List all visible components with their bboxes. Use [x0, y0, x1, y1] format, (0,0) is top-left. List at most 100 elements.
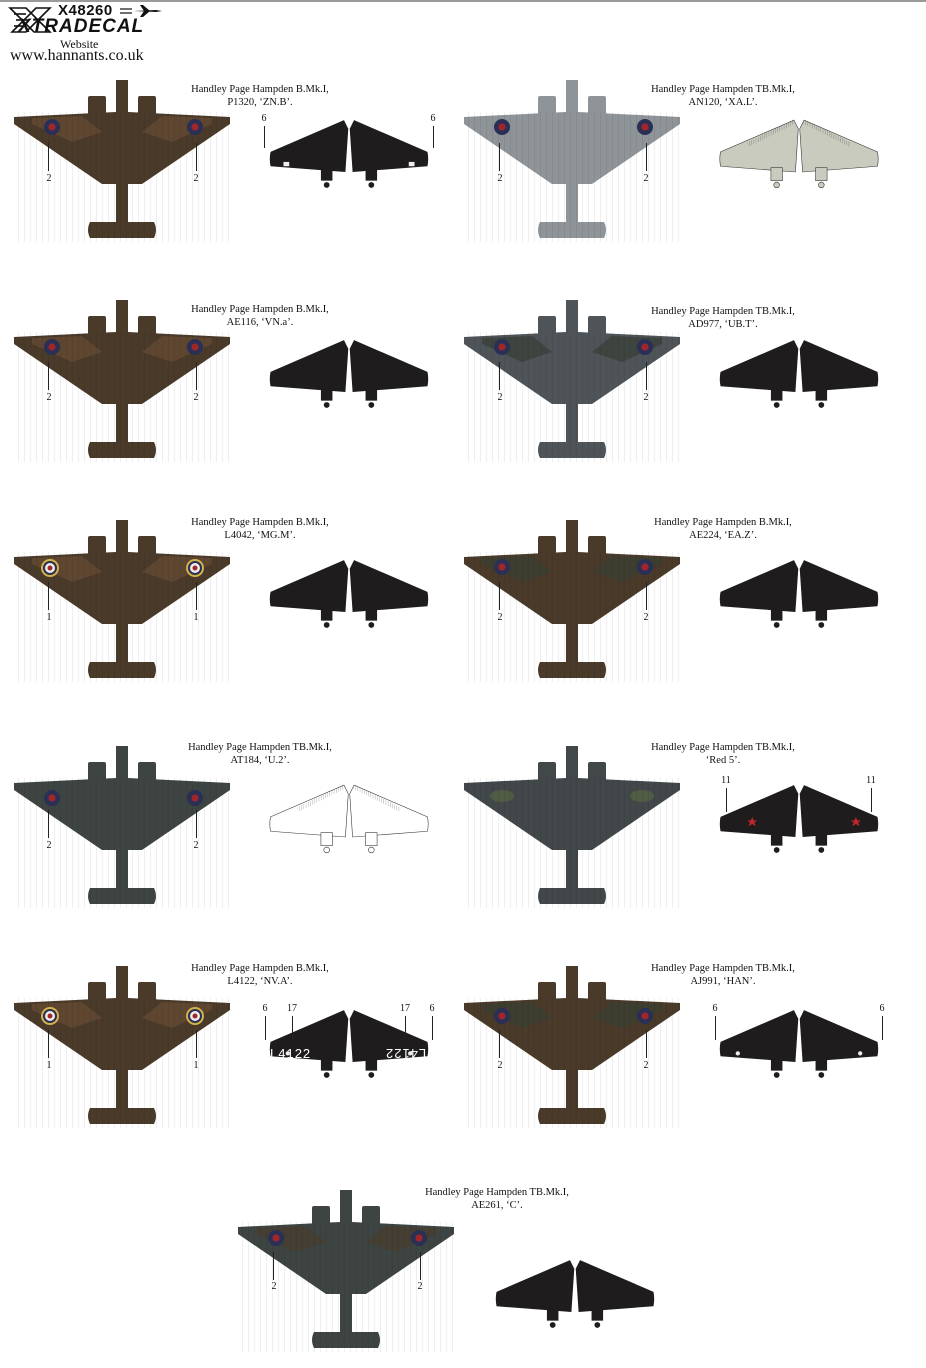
top-border: [0, 0, 926, 2]
lower-plan-view-ae261: [495, 1260, 655, 1328]
upper-plan-view-red5: [464, 746, 680, 908]
underwing-serial-left: L4122: [270, 1046, 312, 1061]
callout-leader: [499, 582, 500, 610]
callout-leader: [726, 788, 727, 812]
decal-callout: 2: [643, 173, 649, 184]
caption-line-1: Handley Page Hampden TB.Mk.I,: [651, 84, 795, 95]
decal-callout: 1: [193, 612, 199, 623]
callout-leader: [48, 362, 49, 390]
profile-caption: Handley Page Hampden B.Mk.I, L4042, ‘MG.…: [160, 517, 360, 542]
decal-callout: 6: [429, 1003, 435, 1014]
caption-line-1: Handley Page Hampden B.Mk.I,: [191, 963, 329, 974]
decal-callout: 2: [497, 173, 503, 184]
callout-leader: [196, 143, 197, 171]
caption-line-2: AT184, ‘U.2’.: [230, 754, 290, 766]
callout-leader: [715, 1016, 716, 1040]
website-label: Website: [60, 37, 99, 51]
lower-plan-view-ae116: [269, 340, 429, 408]
caption-line-1: Handley Page Hampden B.Mk.I,: [654, 517, 792, 528]
decal-callout: 2: [497, 612, 503, 623]
callout-leader: [48, 582, 49, 610]
caption-line-1: Handley Page Hampden TB.Mk.I,: [651, 963, 795, 974]
caption-line-2: AE261, ‘C’.: [471, 1199, 523, 1211]
callout-leader: [196, 362, 197, 390]
callout-leader: [646, 362, 647, 390]
jet-silhouette-icon: [120, 5, 162, 17]
upper-plan-view-an120: [464, 80, 680, 242]
upper-plan-view-ad977: [464, 300, 680, 462]
callout-leader: [882, 1016, 883, 1040]
upper-plan-view-at184: [14, 746, 230, 908]
decal-callout: 6: [712, 1003, 718, 1014]
profile-caption: Handley Page Hampden B.Mk.I, AE116, ‘VN.…: [160, 304, 360, 329]
product-code: X48260: [58, 2, 113, 19]
profile-caption: Handley Page Hampden B.Mk.I, AE224, ‘EA.…: [623, 517, 823, 542]
lower-plan-view-ad977: [719, 340, 879, 408]
callout-leader: [48, 1030, 49, 1058]
lower-plan-view-l4122: [269, 1010, 429, 1078]
caption-line-1: Handley Page Hampden TB.Mk.I,: [188, 742, 332, 753]
caption-line-2: P1320, ‘ZN.B’.: [227, 96, 293, 108]
caption-line-2: AE224, ‘EA.Z’.: [689, 529, 757, 541]
callout-leader: [432, 1016, 433, 1040]
lower-plan-view-at184: [269, 784, 429, 854]
decal-callout: 2: [497, 1060, 503, 1071]
lower-plan-view-p1320: [269, 120, 429, 188]
website-link[interactable]: www.hannants.co.uk: [10, 47, 144, 64]
decal-callout: 2: [643, 392, 649, 403]
lower-plan-view-ae224: [719, 560, 879, 628]
caption-line-1: Handley Page Hampden B.Mk.I,: [191, 84, 329, 95]
upper-plan-view-ae116: [14, 300, 230, 462]
callout-leader: [499, 143, 500, 171]
profile-caption: Handley Page Hampden TB.Mk.I, AT184, ‘U.…: [160, 742, 360, 767]
callout-leader: [871, 788, 872, 812]
caption-line-2: AJ991, ‘HAN’.: [690, 975, 756, 987]
caption-line-2: ‘Red 5’.: [705, 754, 741, 766]
callout-leader: [405, 1016, 406, 1040]
callout-leader: [48, 810, 49, 838]
callout-leader: [196, 810, 197, 838]
caption-line-1: Handley Page Hampden TB.Mk.I,: [651, 742, 795, 753]
upper-plan-view-p1320: [14, 80, 230, 242]
callout-leader: [499, 362, 500, 390]
brand-name: XTRADECAL: [18, 16, 145, 37]
brand-header: X48260 XTRADECAL Website www.hannants.co…: [6, 2, 176, 64]
profile-caption: Handley Page Hampden B.Mk.I, L4122, ‘NV.…: [160, 963, 360, 988]
profile-caption: Handley Page Hampden TB.Mk.I, AD977, ‘UB…: [623, 306, 823, 331]
callout-leader: [420, 1252, 421, 1280]
decal-callout: 2: [417, 1281, 423, 1292]
decal-callout: 6: [262, 1003, 268, 1014]
callout-leader: [433, 126, 434, 148]
profile-caption: Handley Page Hampden TB.Mk.I, ‘Red 5’.: [623, 742, 823, 767]
decal-callout: 11: [721, 775, 731, 786]
lower-plan-view-l4042: [269, 560, 429, 628]
decal-callout: 2: [643, 1060, 649, 1071]
lower-plan-view-an120: [719, 119, 879, 189]
decal-callout: 17: [287, 1003, 297, 1014]
callout-leader: [646, 143, 647, 171]
profile-caption: Handley Page Hampden TB.Mk.I, AN120, ‘XA…: [623, 84, 823, 109]
caption-line-2: AE116, ‘VN.a’.: [226, 316, 294, 328]
decal-callout: 6: [261, 113, 267, 124]
callout-leader: [646, 582, 647, 610]
decal-callout: 6: [879, 1003, 885, 1014]
caption-line-2: AD977, ‘UB.T’.: [688, 318, 758, 330]
upper-plan-view-l4042: [14, 520, 230, 682]
decal-callout: 1: [46, 612, 52, 623]
callout-leader: [646, 1030, 647, 1058]
decal-callout: 1: [46, 1060, 52, 1071]
callout-leader: [196, 582, 197, 610]
decal-callout: 2: [643, 612, 649, 623]
decal-callout: 2: [497, 392, 503, 403]
decal-callout: 17: [400, 1003, 410, 1014]
profile-caption: Handley Page Hampden TB.Mk.I, AJ991, ‘HA…: [623, 963, 823, 988]
decal-callout: 6: [430, 113, 436, 124]
decal-callout: 1: [193, 1060, 199, 1071]
callout-leader: [196, 1030, 197, 1058]
lower-plan-view-aj991: [719, 1010, 879, 1078]
caption-line-1: Handley Page Hampden TB.Mk.I,: [651, 306, 795, 317]
xtradecal-x-logo-icon: [8, 7, 52, 33]
caption-line-1: Handley Page Hampden B.Mk.I,: [191, 517, 329, 528]
caption-line-2: AN120, ‘XA.L’.: [688, 96, 758, 108]
decal-callout: 2: [46, 173, 52, 184]
